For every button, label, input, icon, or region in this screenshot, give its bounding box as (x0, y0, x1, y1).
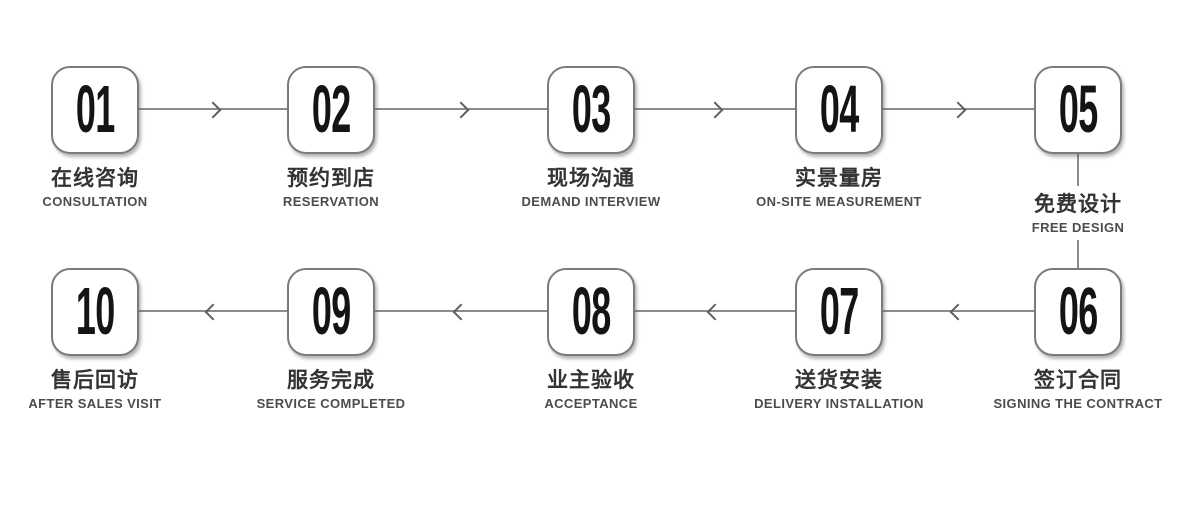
connector-line-02-03 (375, 108, 547, 110)
step-number: 03 (571, 72, 611, 147)
step-label-en: ACCEPTANCE (544, 396, 638, 411)
step-label-en: SIGNING THE CONTRACT (993, 396, 1163, 411)
step-08-box: 08 (547, 268, 635, 356)
step-label-en: DELIVERY INSTALLATION (754, 396, 924, 411)
step-label-zh: 预约到店 (287, 167, 375, 190)
step-label-en: DEMAND INTERVIEW (521, 194, 661, 209)
step-02: 02 预约到店 RESERVATION (221, 66, 441, 210)
step-04: 04 实景量房 ON-SITE MEASUREMENT (729, 66, 949, 210)
step-10: 10 售后回访 AFTER SALES VISIT (0, 268, 205, 412)
step-label-zh: 现场沟通 (547, 167, 635, 190)
step-label-zh: 送货安装 (795, 369, 883, 392)
step-number: 04 (819, 72, 859, 147)
arrow-right-icon (706, 101, 724, 119)
step-label-en: ON-SITE MEASUREMENT (756, 194, 922, 209)
step-03: 03 现场沟通 DEMAND INTERVIEW (481, 66, 701, 210)
step-05-box: 05 (1034, 66, 1122, 154)
step-02-box: 02 (287, 66, 375, 154)
step-label-zh: 在线咨询 (51, 167, 139, 190)
step-06: 06 签订合同 SIGNING THE CONTRACT (968, 268, 1188, 412)
step-label-zh: 服务完成 (287, 369, 375, 392)
arrow-left-icon (706, 303, 724, 321)
connector-line-05-06-lower (1077, 240, 1079, 268)
step-number: 08 (571, 274, 611, 349)
step-number: 10 (75, 274, 115, 349)
connector-line-09-10 (139, 310, 287, 312)
step-09: 09 服务完成 SERVICE COMPLETED (221, 268, 441, 412)
step-label-zh: 实景量房 (795, 167, 883, 190)
step-label-en: CONSULTATION (42, 194, 148, 209)
step-number: 05 (1058, 72, 1098, 147)
step-label-en: SERVICE COMPLETED (256, 396, 406, 411)
arrow-left-icon (949, 303, 967, 321)
connector-line-07-08 (635, 310, 795, 312)
connector-line-01-02 (139, 108, 287, 110)
connector-line-04-05 (883, 108, 1034, 110)
connector-line-03-04 (635, 108, 795, 110)
step-number: 06 (1058, 274, 1098, 349)
arrow-left-icon (204, 303, 222, 321)
step-label-zh: 免费设计 (1034, 193, 1122, 216)
step-03-box: 03 (547, 66, 635, 154)
step-07-box: 07 (795, 268, 883, 356)
step-09-box: 09 (287, 268, 375, 356)
step-label-en: RESERVATION (282, 194, 380, 209)
arrow-left-icon (452, 303, 470, 321)
step-04-box: 04 (795, 66, 883, 154)
step-10-box: 10 (51, 268, 139, 356)
connector-line-05-06-upper (1077, 154, 1079, 186)
step-number: 09 (311, 274, 351, 349)
step-06-box: 06 (1034, 268, 1122, 356)
step-number: 02 (311, 72, 351, 147)
step-label-en: AFTER SALES VISIT (28, 396, 162, 411)
step-08: 08 业主验收 ACCEPTANCE (481, 268, 701, 412)
step-number: 07 (819, 274, 859, 349)
step-07: 07 送货安装 DELIVERY INSTALLATION (729, 268, 949, 412)
connector-line-08-09 (375, 310, 547, 312)
step-label-zh: 业主验收 (547, 369, 635, 392)
step-label-zh: 签订合同 (1034, 369, 1122, 392)
step-label-en: FREE DESIGN (1031, 220, 1125, 235)
step-number: 01 (75, 72, 115, 147)
step-05: 05 免费设计 FREE DESIGN (968, 66, 1188, 236)
arrow-right-icon (452, 101, 470, 119)
step-01-box: 01 (51, 66, 139, 154)
step-01: 01 在线咨询 CONSULTATION (0, 66, 205, 210)
arrow-right-icon (949, 101, 967, 119)
connector-line-06-07 (883, 310, 1034, 312)
arrow-right-icon (204, 101, 222, 119)
step-label-zh: 售后回访 (51, 369, 139, 392)
